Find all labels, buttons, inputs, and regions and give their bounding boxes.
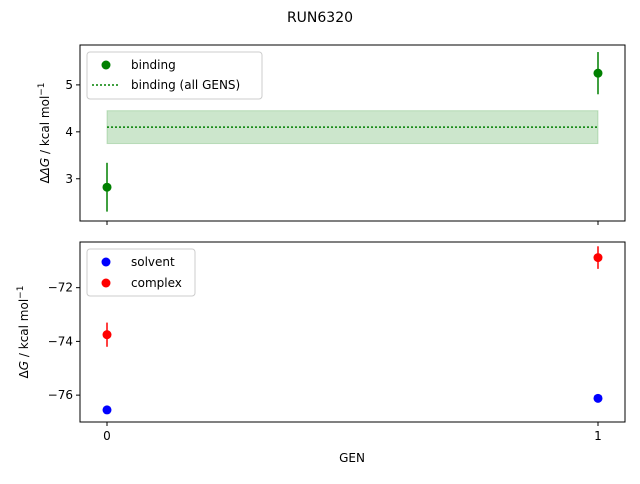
- top-panel: ΔΔG / kcal mol−1 3 4 5 binding binding (al…: [37, 44, 626, 225]
- bottom-legend: solvent complex: [86, 248, 196, 297]
- bottom-plot-area: [79, 241, 626, 423]
- bottom-y-axis-label: ΔG / kcal mol−1: [16, 286, 31, 379]
- solvent-point: [102, 405, 112, 415]
- top-y-axis-label: ΔΔG / kcal mol−1: [37, 82, 52, 183]
- figure-title: RUN6320: [287, 10, 353, 26]
- top-ytick-label: 5: [65, 78, 73, 92]
- complex-point: [102, 330, 112, 340]
- top-plot-area: [79, 44, 626, 222]
- bottom-xtick-label: 1: [594, 429, 602, 443]
- bottom-legend-box: [86, 248, 196, 297]
- bottom-ytick-label: −72: [48, 281, 73, 295]
- legend-complex-label: complex: [131, 276, 182, 290]
- binding-point: [593, 68, 603, 78]
- bottom-xtick-label: 0: [103, 429, 111, 443]
- legend-binding-marker: [101, 60, 111, 70]
- legend-binding-all-gens-label: binding (all GENS): [131, 78, 240, 92]
- complex-point: [593, 253, 603, 263]
- top-legend: binding binding (all GENS): [86, 51, 263, 100]
- top-ytick-label: 4: [65, 125, 73, 139]
- x-axis-label: GEN: [339, 451, 365, 465]
- top-ytick-label: 3: [65, 172, 73, 186]
- top-legend-box: [86, 51, 263, 100]
- binding-point: [102, 182, 112, 192]
- solvent-point: [593, 393, 603, 403]
- legend-solvent-label: solvent: [131, 255, 175, 269]
- bottom-ytick-label: −74: [48, 334, 73, 348]
- legend-complex-marker: [101, 278, 111, 288]
- legend-solvent-marker: [101, 257, 111, 267]
- bottom-ytick-label: −76: [48, 388, 73, 402]
- bottom-panel: ΔG / kcal mol−1 GEN −76 −74 −72 0 1 solvent …: [16, 241, 626, 465]
- legend-binding-label: binding: [131, 58, 176, 72]
